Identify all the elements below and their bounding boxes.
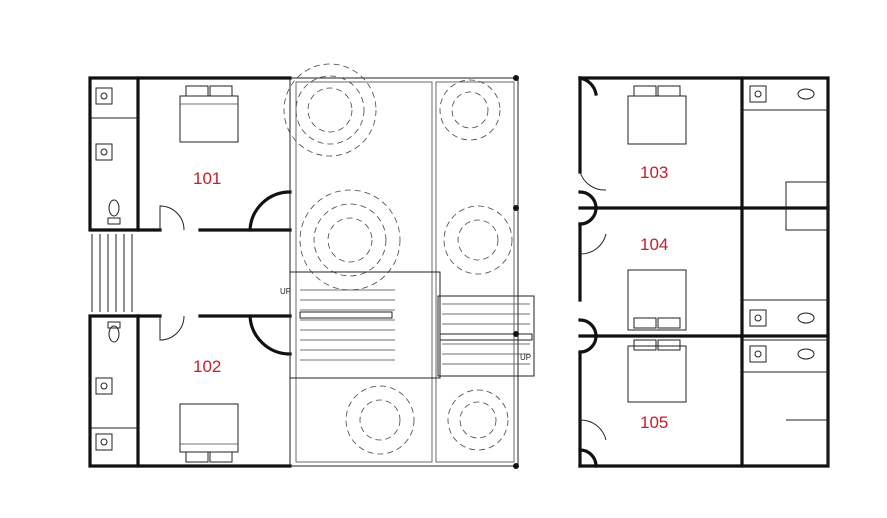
door-102 <box>159 314 292 356</box>
bed-102 <box>179 403 239 463</box>
room-label-104: 104 <box>640 235 668 254</box>
doors-right <box>578 76 607 468</box>
stair-up-label-1: UP <box>280 287 291 296</box>
sink-103-icon <box>749 85 767 103</box>
room-label-101: 101 <box>193 169 221 188</box>
bed-103 <box>627 85 687 145</box>
atrium: UP UP <box>280 63 535 469</box>
right-wing <box>578 76 830 468</box>
sink-102b-icon <box>95 433 113 451</box>
toilet-103-icon <box>797 88 815 100</box>
room-label-105: 105 <box>640 413 668 432</box>
left-wing <box>88 76 292 468</box>
room-label-103: 103 <box>640 163 668 182</box>
stair-up-label-2: UP <box>520 353 531 362</box>
toilet-102-icon <box>107 321 121 343</box>
toilet-101-icon <box>107 199 121 225</box>
sink-101b-icon <box>95 87 113 105</box>
bed-101 <box>179 85 239 143</box>
door-101 <box>159 190 292 232</box>
bed-105 <box>627 339 687 403</box>
bed-104 <box>627 269 687 331</box>
sink-104-icon <box>749 309 767 327</box>
sink-102-icon <box>95 377 113 395</box>
sink-105-icon <box>749 345 767 363</box>
sink-101-icon <box>95 143 113 161</box>
toilet-104-icon <box>797 312 815 324</box>
room-label-102: 102 <box>193 357 221 376</box>
toilet-105-icon <box>797 348 815 360</box>
